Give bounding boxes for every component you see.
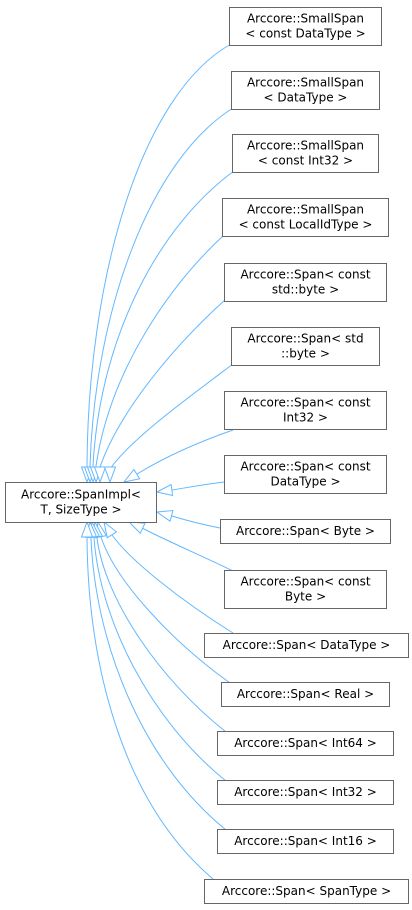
base-class-node[interactable]: Arccore::SpanImpl<T, SizeType > — [5, 482, 157, 523]
inheritance-edge — [89, 521, 227, 831]
class-name-line: Arccore::Span< SpanType > — [222, 884, 391, 898]
inheritance-edge — [91, 521, 227, 782]
inheritance-edge — [128, 521, 234, 572]
class-name-line: ::byte > — [281, 347, 330, 361]
class-name-line: Arccore::Span< const — [240, 268, 370, 282]
derived-class-node[interactable]: Arccore::SmallSpan< DataType > — [231, 71, 380, 110]
class-name-line: < const DataType > — [245, 27, 365, 41]
derived-class-node[interactable]: Arccore::Span< Byte > — [220, 519, 391, 544]
inheritance-arrowhead — [103, 466, 117, 484]
class-name-line: DataType > — [270, 475, 340, 489]
class-name-line: Arccore::Span< DataType > — [223, 638, 391, 652]
inheritance-arrowhead — [122, 468, 141, 483]
class-box — [229, 7, 382, 46]
inheritance-edge — [103, 521, 234, 634]
class-box — [231, 71, 380, 110]
class-name-line: < const LocalIdType > — [239, 218, 373, 232]
class-box — [224, 391, 387, 430]
inheritance-edges — [80, 43, 235, 880]
class-name-line: Int32 > — [283, 411, 328, 425]
class-box — [221, 682, 390, 707]
class-name-line: T, SizeType > — [39, 503, 121, 517]
class-name-line: Arccore::Span< const — [240, 575, 370, 589]
class-name-line: < DataType > — [264, 91, 348, 105]
derived-class-node[interactable]: Arccore::Span< DataType > — [204, 633, 409, 658]
class-box — [204, 633, 409, 658]
class-box — [222, 198, 389, 237]
inheritance-edge — [86, 43, 232, 482]
class-name-line: Arccore::Span< Byte > — [236, 524, 375, 538]
class-box — [220, 519, 391, 544]
derived-class-node[interactable]: Arccore::Span< std::byte > — [231, 327, 380, 366]
class-name-line: < const Int32 > — [258, 154, 353, 168]
class-name-line: Arccore::SmallSpan — [247, 12, 364, 26]
derived-class-node[interactable]: Arccore::Span< SpanType > — [204, 879, 409, 904]
inheritance-edge — [89, 107, 234, 482]
class-name-line: Arccore::Span< Int16 > — [234, 834, 377, 848]
class-name-line: Arccore::SpanImpl< — [21, 488, 141, 502]
class-name-line: Arccore::Span< const — [240, 396, 370, 410]
class-box — [224, 263, 387, 302]
class-name-line: Arccore::SmallSpan — [247, 76, 364, 90]
inheritance-arrowhead — [80, 520, 94, 538]
class-name-line: Arccore::SmallSpan — [247, 139, 364, 153]
class-box — [224, 455, 387, 494]
inheritance-edge — [86, 522, 214, 880]
derived-class-node[interactable]: Arccore::SmallSpan< const LocalIdType > — [222, 198, 389, 237]
inheritance-edge — [123, 429, 234, 483]
derived-class-node[interactable]: Arccore::Span< Real > — [221, 682, 390, 707]
class-name-line: Arccore::Span< const — [240, 460, 370, 474]
class-box — [232, 134, 379, 173]
class-box — [217, 780, 394, 805]
class-box — [204, 879, 409, 904]
class-name-line: std::byte > — [272, 283, 339, 297]
inheritance-arrowhead — [103, 520, 118, 539]
class-box — [231, 327, 380, 366]
derived-class-node[interactable]: Arccore::Span< Int32 > — [217, 780, 394, 805]
derived-class-node[interactable]: Arccore::SmallSpan< const Int32 > — [232, 134, 379, 173]
class-nodes: Arccore::SpanImpl<T, SizeType >Arccore::… — [5, 7, 409, 904]
inheritance-arrowhead — [155, 483, 174, 497]
inheritance-arrowhead — [155, 509, 174, 522]
class-name-line: Byte > — [285, 590, 326, 604]
inheritance-arrowhead — [93, 466, 107, 484]
class-name-line: Arccore::Span< std — [247, 332, 363, 346]
inheritance-edge — [97, 521, 231, 684]
derived-class-node[interactable]: Arccore::Span< Int64 > — [217, 731, 394, 756]
class-box — [5, 482, 157, 523]
inheritance-edge — [156, 511, 221, 529]
class-box — [217, 829, 394, 854]
class-box — [224, 570, 387, 609]
inheritance-arrowhead — [127, 521, 146, 535]
class-name-line: Arccore::SmallSpan — [247, 203, 364, 217]
class-name-line: Arccore::Span< Int64 > — [234, 736, 377, 750]
derived-class-node[interactable]: Arccore::Span< Int16 > — [217, 829, 394, 854]
inheritance-edge — [92, 170, 235, 482]
inheritance-edge — [95, 234, 225, 482]
inheritance-edge — [109, 363, 234, 482]
class-name-line: Arccore::Span< Real > — [237, 687, 374, 701]
inheritance-edge — [94, 521, 227, 733]
class-box — [217, 731, 394, 756]
inheritance-edge — [99, 298, 227, 482]
class-name-line: Arccore::Span< Int32 > — [234, 785, 377, 799]
derived-class-node[interactable]: Arccore::SmallSpan< const DataType > — [229, 7, 382, 46]
